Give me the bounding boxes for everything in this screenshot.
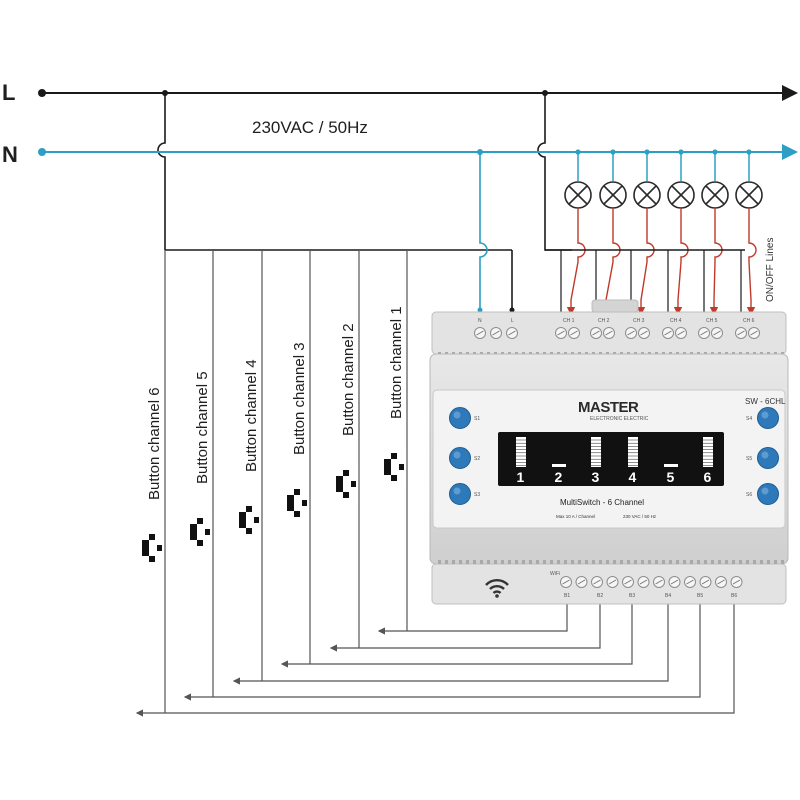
- channel-bar-on: [703, 437, 713, 467]
- channel-terminal-label: CH 5: [706, 318, 718, 324]
- device-title: MultiSwitch - 6 Channel: [560, 498, 644, 507]
- channel-digit: 4: [629, 469, 637, 485]
- channel-key-button[interactable]: S5: [746, 447, 779, 469]
- channel-terminal-label: CH 2: [598, 318, 610, 324]
- lamp-icon: [667, 149, 695, 209]
- channel-key-button[interactable]: S4: [746, 407, 779, 429]
- channel-digit: 1: [517, 469, 525, 485]
- output-line: [636, 208, 655, 316]
- button-terminal-label: B2: [597, 593, 603, 599]
- lamp-icon: [735, 149, 763, 209]
- lamp-icon: [564, 149, 592, 209]
- model-label: SW - 6CHL: [745, 397, 786, 406]
- display-digits: 1 2 3 4 5 6: [516, 437, 713, 485]
- button-return-line: [135, 590, 735, 717]
- spec-voltage: 230 VAC / 50 Hz: [623, 514, 657, 519]
- button-group: Button channel 1 Button channel 2 Button c…: [135, 250, 735, 717]
- spec-current: Max 10 A / Channel: [556, 514, 595, 519]
- button-channel-label: Button channel 6: [146, 387, 163, 500]
- neutral-label: N: [2, 142, 18, 167]
- push-button-icon: [142, 530, 166, 566]
- channel-key-button[interactable]: S1: [449, 407, 481, 429]
- lamp-icon: [599, 149, 627, 209]
- channel-display: [498, 432, 724, 486]
- live-line: [38, 85, 798, 313]
- output-line: [566, 208, 586, 316]
- button-channel-label: Button channel 4: [243, 359, 260, 472]
- key-label: S1: [474, 416, 480, 422]
- push-button-icon: [190, 514, 214, 550]
- bottom-terminals: B1 B2 B3 B4 B5 B6: [560, 576, 743, 599]
- power-terminal-label: L: [511, 318, 514, 324]
- lamp-icon: [633, 149, 661, 209]
- button-terminal-label: B4: [665, 593, 671, 599]
- on-off-lines-label: ON/OFF Lines: [765, 238, 776, 302]
- channel-digit: 5: [667, 469, 675, 485]
- push-button-icon: [336, 466, 360, 502]
- brand-logo: MASTER: [578, 399, 639, 416]
- channel-terminal-label: CH 6: [743, 318, 755, 324]
- channel-key-button[interactable]: S2: [449, 447, 481, 469]
- button-channel-label: Button channel 2: [340, 323, 357, 436]
- button-terminal-label: B5: [697, 593, 703, 599]
- button-return-line: [280, 590, 633, 668]
- channel-bar-off: [552, 464, 566, 467]
- output-line: [601, 208, 621, 316]
- neutral-line: [38, 144, 798, 313]
- key-label: S4: [746, 416, 752, 422]
- channel-bar-on: [628, 437, 638, 467]
- key-label: S3: [474, 492, 480, 498]
- lamp-group: [545, 149, 763, 316]
- button-terminal-label: B6: [731, 593, 737, 599]
- push-button-icon: [239, 502, 263, 538]
- channel-key-button[interactable]: S6: [746, 483, 779, 505]
- bottom-vents: [438, 560, 784, 564]
- lamp-icon: [701, 149, 729, 209]
- key-label: S5: [746, 456, 752, 462]
- wifi-label: WiFi: [550, 571, 560, 577]
- push-button-icon: [384, 449, 408, 485]
- key-label: S6: [746, 492, 752, 498]
- push-button-icon: [287, 485, 311, 521]
- button-channel-label: Button channel 1: [388, 306, 405, 419]
- channel-terminal-label: CH 1: [563, 318, 575, 324]
- key-label: S2: [474, 456, 480, 462]
- button-channel-label: Button channel 3: [291, 342, 308, 455]
- button-return-line: [183, 590, 701, 701]
- channel-key-button[interactable]: S3: [449, 483, 481, 505]
- channel-bar-on: [516, 437, 526, 467]
- output-line: [673, 208, 689, 316]
- top-terminals: N L CH 1 CH 2 CH 3 CH 4 CH 5 CH 6: [474, 318, 760, 339]
- live-label: L: [2, 80, 15, 105]
- channel-bar-off: [664, 464, 678, 467]
- button-terminal-label: B1: [564, 593, 570, 599]
- power-terminal-label: N: [478, 318, 482, 324]
- channel-digit: 3: [592, 469, 600, 485]
- button-terminal-label: B3: [629, 593, 635, 599]
- button-return-line: [329, 590, 601, 652]
- channel-digit: 6: [704, 469, 712, 485]
- channel-terminal-label: CH 4: [670, 318, 682, 324]
- channel-digit: 2: [555, 469, 563, 485]
- wifi-icon: [485, 579, 509, 598]
- output-line: [746, 208, 757, 316]
- button-return-line: [232, 590, 669, 685]
- button-channel-label: Button channel 5: [194, 371, 211, 484]
- channel-bar-on: [591, 437, 601, 467]
- supply-voltage-label: 230VAC / 50Hz: [252, 118, 368, 137]
- channel-terminal-label: CH 3: [633, 318, 645, 324]
- output-line: [709, 208, 723, 316]
- brand-subtitle: ELECTRONIC ELECTRIC: [590, 416, 649, 422]
